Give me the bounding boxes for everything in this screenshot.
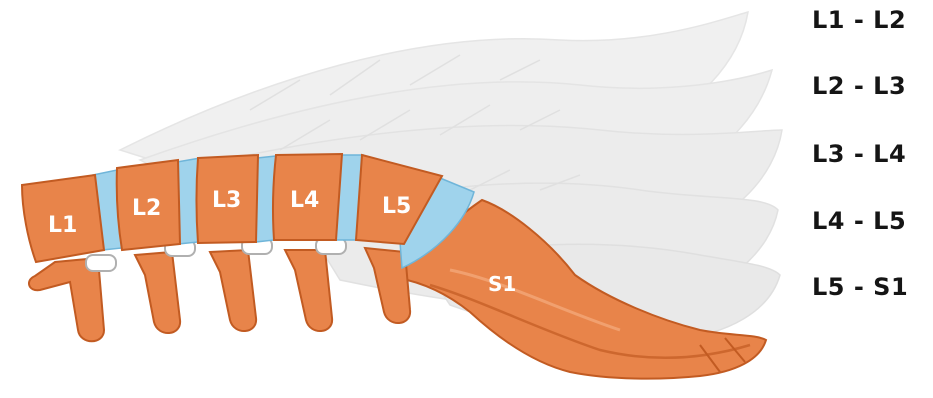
- disc-level-label-l1-l2: L1 - L2: [812, 6, 906, 34]
- sacrum-label: S1: [488, 272, 516, 296]
- vertebra-label-l5: L5: [382, 194, 411, 219]
- l4-process: [285, 250, 332, 331]
- vertebra-label-l3: L3: [212, 188, 241, 213]
- disc-level-label-l2-l3: L2 - L3: [812, 72, 906, 100]
- vertebra-label-l2: L2: [132, 196, 161, 221]
- disc-level-label-l5-s1: L5 - S1: [812, 273, 908, 301]
- vertebra-label-l4: L4: [290, 188, 319, 213]
- disc-level-label-l3-l4: L3 - L4: [812, 140, 906, 168]
- l3-process: [210, 250, 256, 331]
- l2-process: [135, 252, 180, 333]
- vertebra-label-l1: L1: [48, 213, 77, 238]
- disc-level-label-l4-l5: L4 - L5: [812, 207, 906, 235]
- facet-l1-l2: [86, 255, 116, 271]
